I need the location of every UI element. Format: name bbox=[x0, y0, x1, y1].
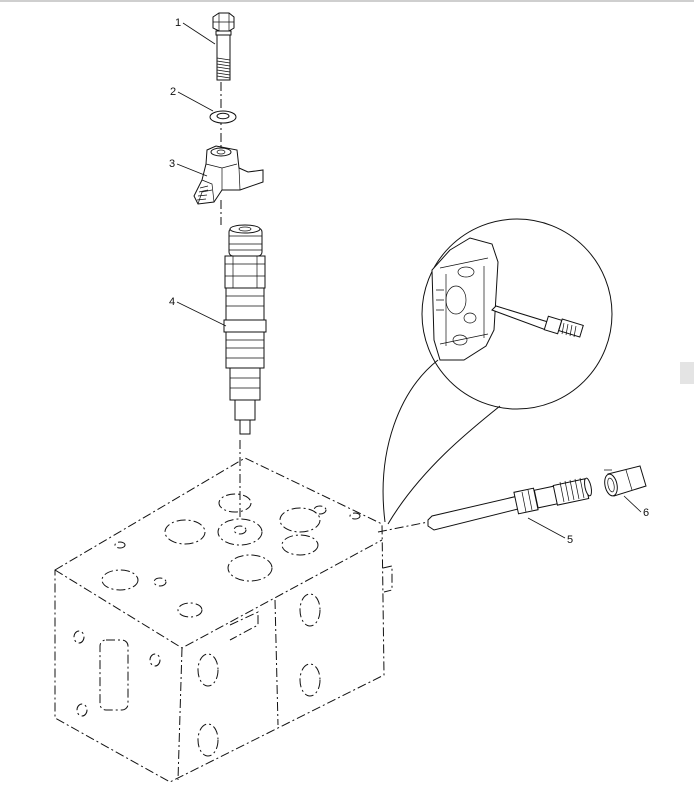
callout-3: 3 bbox=[169, 158, 175, 170]
detail-view bbox=[382, 218, 613, 525]
leader-1 bbox=[182, 22, 216, 45]
part-6-sleeve-nut[interactable] bbox=[603, 465, 647, 497]
leader-3 bbox=[176, 163, 208, 177]
leader-4 bbox=[176, 301, 227, 327]
callout-2: 2 bbox=[170, 86, 176, 98]
part-4-injector[interactable] bbox=[223, 224, 267, 435]
leader-2 bbox=[177, 91, 214, 112]
cylinder-head bbox=[54, 457, 393, 783]
side-scroll-tab[interactable] bbox=[680, 362, 694, 384]
callout-5: 5 bbox=[567, 534, 573, 546]
part-5-pressure-pipe[interactable] bbox=[427, 477, 593, 531]
callout-4: 4 bbox=[169, 296, 175, 308]
leader-6 bbox=[623, 495, 642, 513]
callout-6: 6 bbox=[643, 507, 649, 519]
part-2-washer[interactable] bbox=[209, 110, 237, 124]
part-1-bolt[interactable] bbox=[212, 12, 235, 81]
part-3-clamp[interactable] bbox=[193, 145, 264, 205]
top-border bbox=[0, 0, 694, 2]
callout-1: 1 bbox=[175, 17, 181, 29]
pipe-centerline bbox=[377, 521, 429, 533]
leader-5 bbox=[527, 517, 566, 539]
